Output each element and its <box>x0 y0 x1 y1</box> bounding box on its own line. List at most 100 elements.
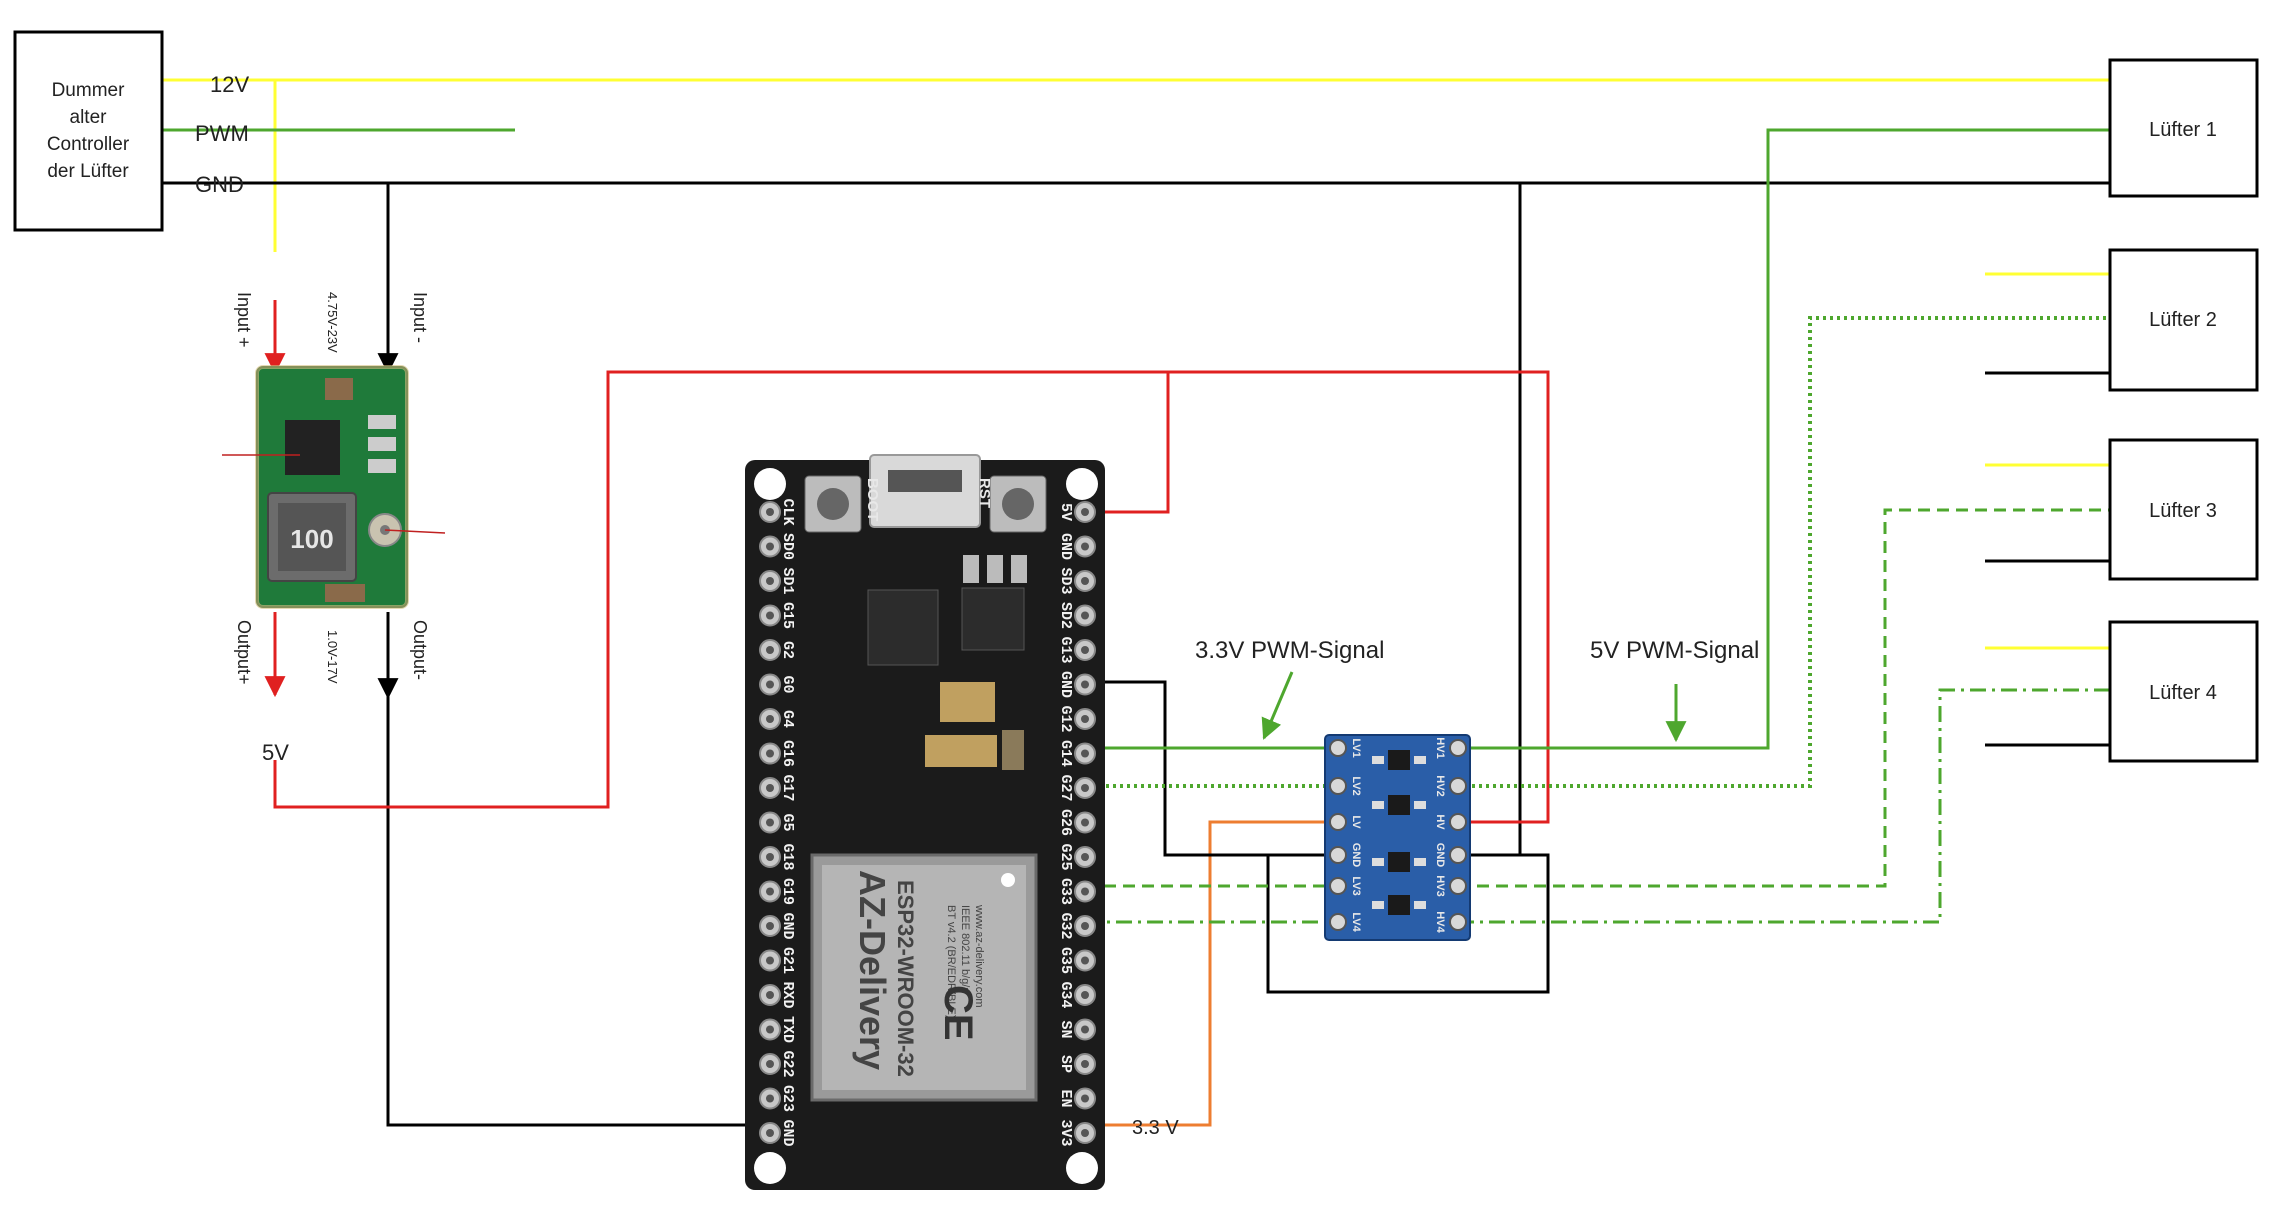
fan-3: Lüfter 3 <box>2108 438 2259 581</box>
esp32-right-pin-hole <box>1081 784 1089 792</box>
esp32-module-shield <box>822 865 1026 1090</box>
ce-mark: CE <box>936 985 980 1041</box>
esp32-left-pin-hole <box>766 715 774 723</box>
esp32-right-pin-hole <box>1081 749 1089 758</box>
esp32-left-pin-label: G15 <box>779 602 796 629</box>
esp32-left-pin-hole <box>766 922 774 930</box>
fan-3-box <box>2108 438 2259 581</box>
esp32-left-pin-label: RXD <box>779 981 796 1008</box>
esp32-left-header <box>759 501 781 1144</box>
esp32-module-name: ESP32-WROOM-32 <box>893 880 918 1077</box>
controller-line-2: alter <box>70 107 108 128</box>
esp32-left-pin-hole <box>766 508 774 516</box>
esp32-right-pin-hole <box>1081 577 1089 585</box>
level-shifter-hv-label: HV4 <box>1434 911 1446 933</box>
level-shifter-lv-label: LV4 <box>1350 912 1362 932</box>
esp32-right-pin-label: G12 <box>1057 705 1074 732</box>
esp32-left-pin-label: G23 <box>779 1085 796 1112</box>
esp32-regulator <box>961 587 1025 651</box>
esp32-left-pin-hole <box>766 1094 774 1103</box>
esp32-mount-hole-tl <box>754 468 786 500</box>
esp32-mount-hole-bl <box>754 1152 786 1184</box>
esp32-left-pin-label: G2 <box>779 641 796 659</box>
wire-pwm4-to-fan4 <box>1458 688 2110 924</box>
esp32-right-pin-hole <box>1081 542 1089 551</box>
buck-cap-bottom <box>325 584 365 602</box>
level-shifter-lv-pin <box>1329 739 1347 757</box>
level-shifter-resistor <box>1372 756 1384 764</box>
esp32-right-pin-label: G26 <box>1057 809 1074 836</box>
esp32-left-pin-label: G17 <box>779 774 796 801</box>
buck-inductor-core <box>278 503 346 571</box>
annotation-5v-pwm: 5V PWM-Signal <box>1590 637 1759 664</box>
buck-ic-chip <box>285 420 340 475</box>
esp32-left-pin-hole <box>766 542 774 551</box>
buck-output-range-label: 1.0V-17V <box>325 630 340 684</box>
wire-5v-to-esp <box>273 370 1170 809</box>
fan-4-label: Lüfter 4 <box>2149 682 2217 704</box>
esp32-right-pin-hole <box>1081 646 1089 654</box>
level-shifter-lv-pin <box>1329 777 1347 795</box>
level-shifter-hv-pin <box>1449 877 1467 895</box>
esp32-smd-part-3 <box>1002 730 1024 770</box>
esp32-right-pin-label: 3V3 <box>1057 1119 1074 1146</box>
esp32-boot-label: BOOT <box>864 478 881 521</box>
level-shifter-mosfet <box>1388 895 1410 915</box>
esp32-left-pin-hole <box>766 956 774 965</box>
buck-pcb-edge <box>255 365 409 609</box>
level-shifter-resistor <box>1372 901 1384 909</box>
level-shifter-resistor <box>1414 756 1426 764</box>
level-shifter-pins <box>1329 739 1467 931</box>
level-shifter-hv-pin <box>1449 777 1467 795</box>
esp32-right-pin-hole <box>1081 715 1089 723</box>
buck-resistor-2 <box>368 437 396 451</box>
esp32-usb-slot <box>888 470 962 492</box>
esp32-left-pin-hole <box>766 680 774 689</box>
wire-3v3-to-shifter-lv <box>1085 820 1338 1127</box>
esp32-left-pin-label: G4 <box>779 710 796 728</box>
level-shifter-hv-pin <box>1449 913 1467 931</box>
level-shifter-lv-label: LV3 <box>1350 876 1362 895</box>
esp32-left-pin-label: GND <box>779 1119 796 1146</box>
esp32-rst-button-cap <box>1002 488 1034 520</box>
esp32-left-pin-hole <box>766 784 774 792</box>
wire-pwm1-to-fan1 <box>1458 128 2110 750</box>
fan-3-label: Lüfter 3 <box>2149 500 2217 522</box>
level-shifter-lv-pin <box>1329 813 1347 831</box>
annotation-3v3-pwm: 3.3V PWM-Signal <box>1195 637 1384 664</box>
esp32-left-pin-label: G22 <box>779 1050 796 1077</box>
esp32-module-brand: AZ-Delivery <box>852 870 893 1070</box>
esp32-right-pin-hole <box>1081 922 1089 930</box>
esp32-left-pin-hole <box>766 1025 774 1034</box>
esp32-left-pin-label: TXD <box>779 1016 796 1043</box>
esp32-right-pin-label: GND <box>1057 671 1074 698</box>
buck-input-range-label: 4.75V-23V <box>325 292 340 353</box>
esp32-right-pin-label: EN <box>1057 1089 1074 1107</box>
level-shifter-lv-label: GND <box>1350 843 1362 868</box>
old-controller: Dummer alter Controller der Lüfter <box>13 30 164 232</box>
esp32-regulator-tab-1 <box>963 555 979 583</box>
esp32-right-pin-label: G27 <box>1057 774 1074 801</box>
esp32-left-pin-hole <box>766 646 774 654</box>
fan-2-label: Lüfter 2 <box>2149 309 2217 331</box>
esp32-left-pin-hole <box>766 991 774 999</box>
esp32-right-header <box>1074 501 1096 1144</box>
level-shifter-resistor <box>1414 858 1426 866</box>
level-shifter-lv-label: LV <box>1350 815 1362 829</box>
buck-input-plus-label: Input + <box>234 292 254 348</box>
fan-1: Lüfter 1 <box>2108 58 2259 198</box>
level-shifter-hv-label: HV1 <box>1434 737 1446 758</box>
level-shifter-resistor <box>1414 901 1426 909</box>
arrow-3v3-pwm <box>1261 671 1294 740</box>
fan-4: Lüfter 4 <box>2108 620 2259 763</box>
esp32-left-pin-label: GND <box>779 912 796 939</box>
wire-pwm3-to-fan3 <box>1458 508 2110 888</box>
level-shifter-resistor <box>1414 801 1426 809</box>
level-shifter-resistor <box>1372 801 1384 809</box>
esp32-left-pin-hole <box>766 1060 774 1068</box>
esp32-right-pin-labels: 5VGNDSD3SD2G13GNDG12G14G27G26G25G33G32G3… <box>1057 503 1074 1147</box>
esp32-regulator-tab-3 <box>1011 555 1027 583</box>
buck-pointer-right <box>384 529 446 534</box>
esp32-right-pin-label: G33 <box>1057 878 1074 905</box>
